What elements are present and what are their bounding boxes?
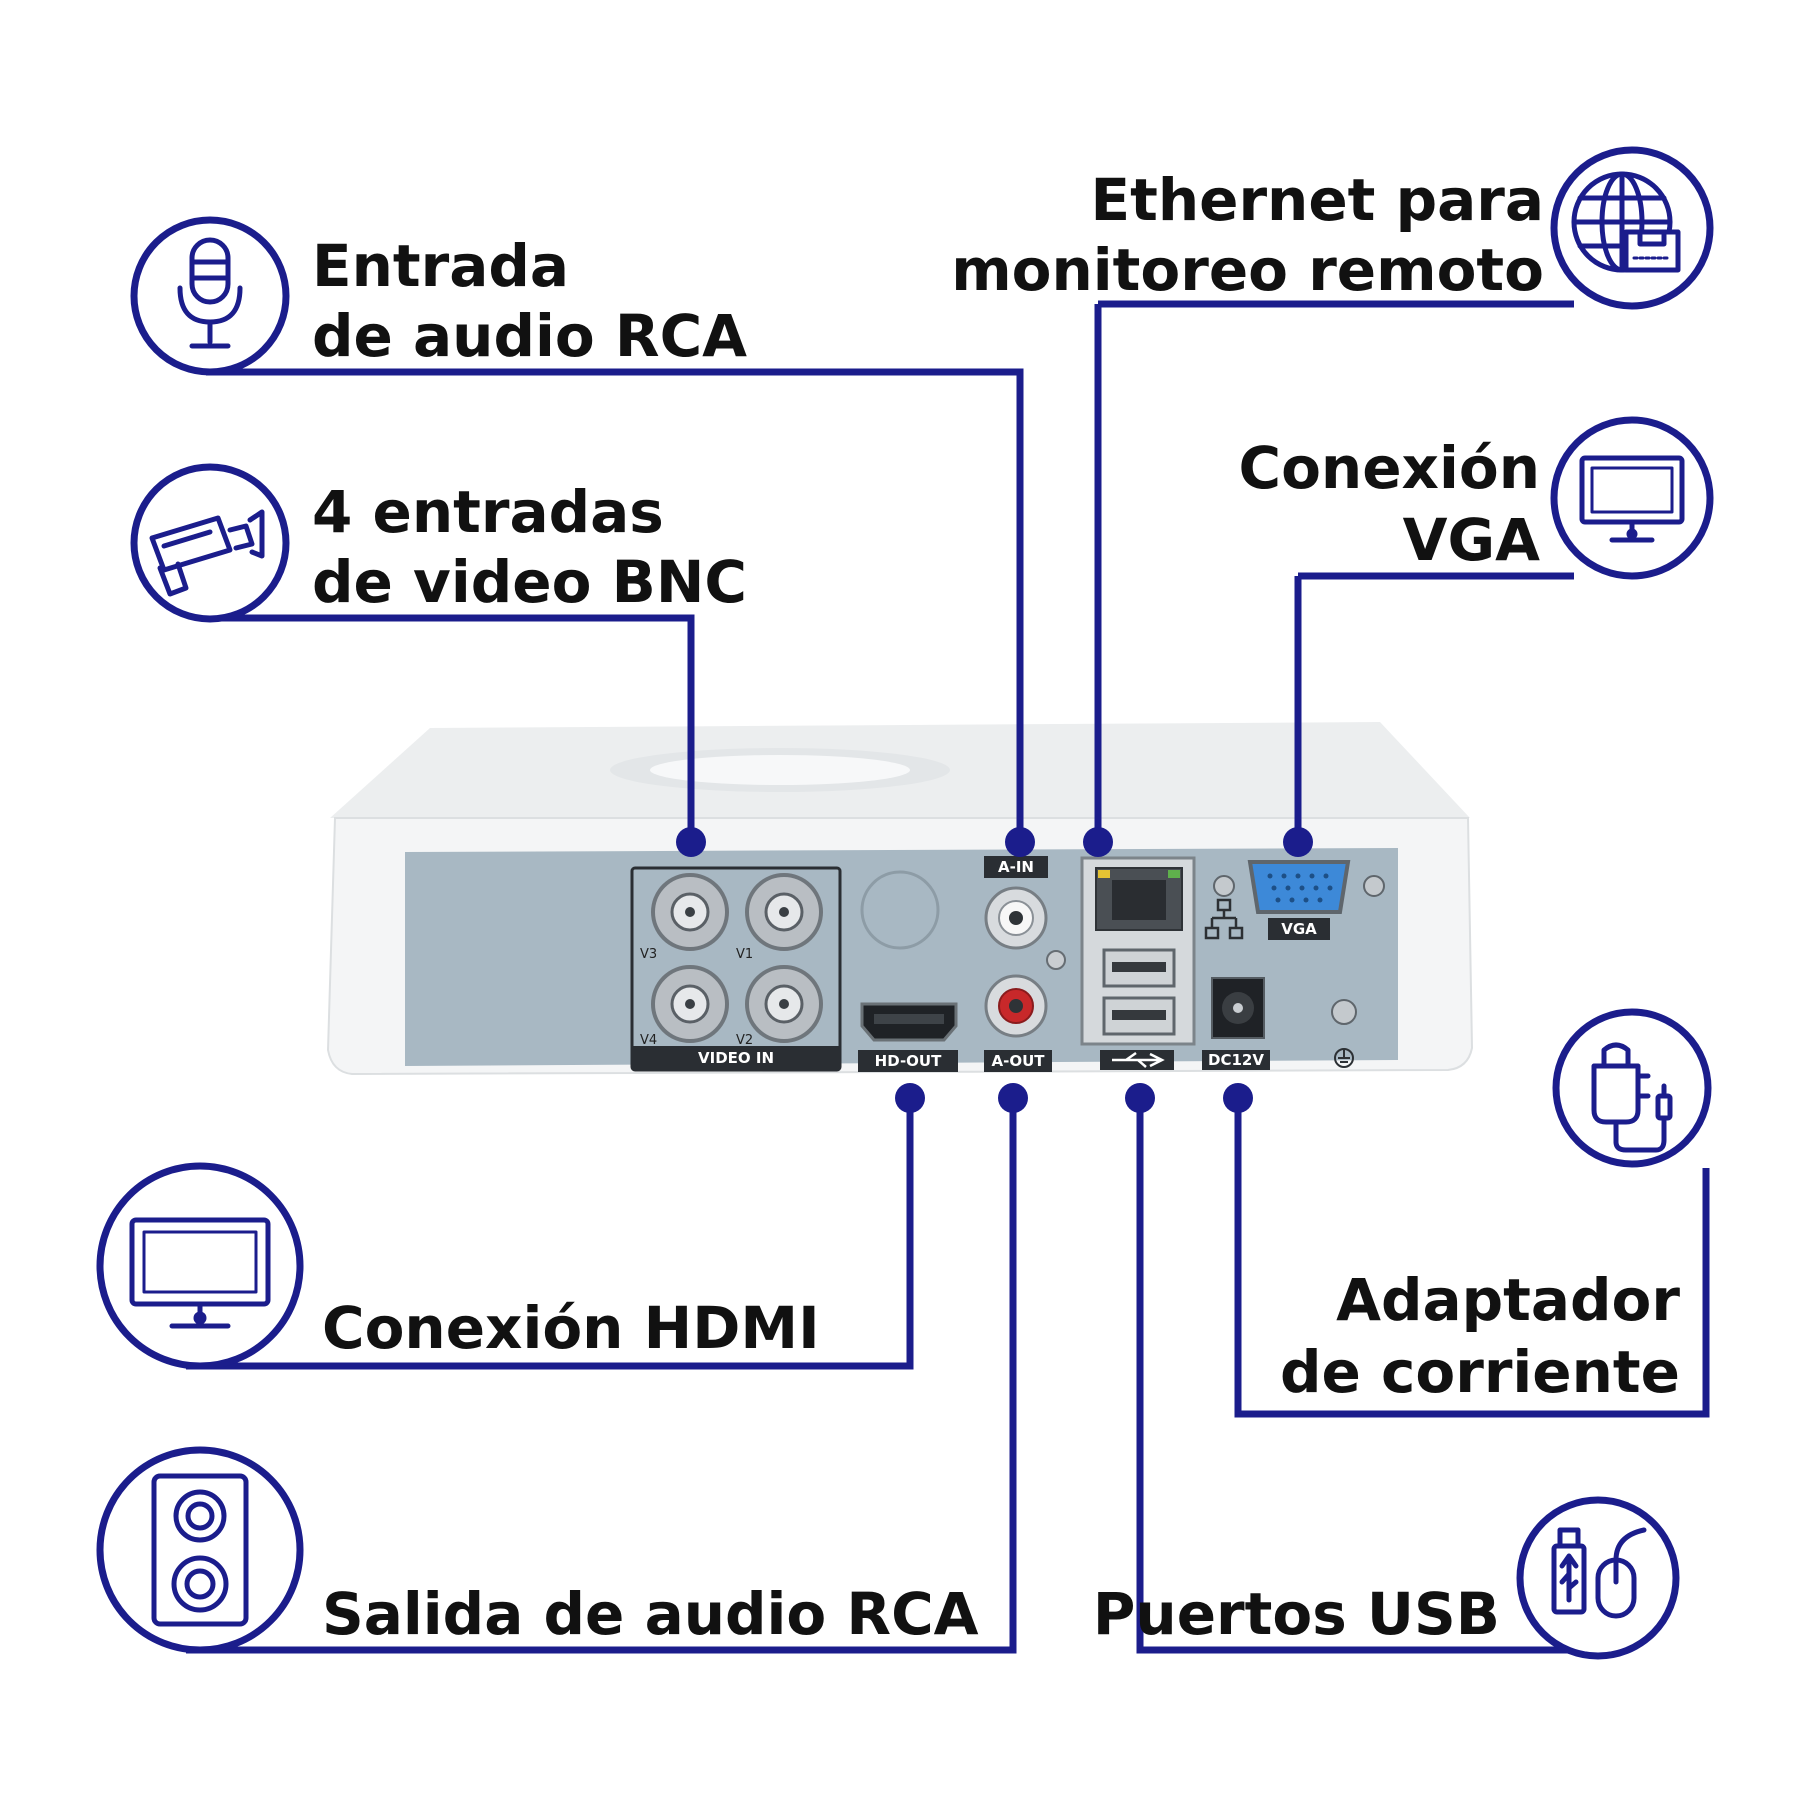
- callout-audio-in-line1: Entrada: [312, 232, 569, 300]
- callout-hdmi: Conexión HDMI: [322, 1294, 820, 1362]
- anchor-dot-audio-out: [998, 1083, 1028, 1113]
- hdmi-port: HD-OUT: [858, 1002, 958, 1072]
- leader-audio-in: [206, 368, 1024, 842]
- label-v4: V4: [640, 1033, 657, 1048]
- dc-power-jack: DC12V: [1202, 977, 1270, 1070]
- label-vga: VGA: [1281, 920, 1317, 938]
- bnc-connector-group: VIDEO IN V3 V1 V4: [630, 866, 842, 1072]
- leader-power: [1234, 1098, 1710, 1418]
- label-a-in: A-IN: [998, 858, 1034, 876]
- callout-power-line1: Adaptador: [1336, 1266, 1680, 1334]
- callout-power-line2: de corriente: [1280, 1338, 1680, 1406]
- panel-screw: [1213, 875, 1235, 897]
- anchor-dot-hdmi: [895, 1083, 925, 1113]
- leader-vga: [1294, 572, 1574, 842]
- monitor-icon: [129, 1217, 271, 1329]
- leader-video-in: [206, 614, 695, 842]
- callout-usb: Puertos USB: [1093, 1580, 1500, 1648]
- leader-usb: [1136, 1098, 1610, 1654]
- bnc-connector-v2: [745, 965, 823, 1043]
- callout-vga-line2: VGA: [1403, 506, 1540, 574]
- callout-audio-out: Salida de audio RCA: [322, 1580, 979, 1648]
- label-video-in: VIDEO IN: [698, 1049, 774, 1067]
- rca-jack-white: [984, 886, 1048, 950]
- vga-port: VGA: [1247, 860, 1351, 940]
- icon-circle-power: [1552, 1008, 1712, 1168]
- icon-circle-audio-in: [130, 216, 290, 376]
- label-dc12v: DC12V: [1208, 1051, 1264, 1069]
- anchor-dot-power: [1223, 1083, 1253, 1113]
- anchor-dot-ethernet: [1083, 827, 1113, 857]
- label-v2: V2: [736, 1033, 753, 1048]
- ground-terminal: [1331, 999, 1357, 1068]
- callout-ethernet-line2: monitoreo remoto: [951, 236, 1544, 304]
- callout-audio-in-line2: de audio RCA: [312, 302, 747, 370]
- bnc-connector-v1: [745, 873, 823, 951]
- label-a-out: A-OUT: [992, 1052, 1046, 1070]
- globe-network-icon: [1571, 171, 1681, 273]
- monitor-icon: [1579, 455, 1685, 543]
- bnc-connector-v3: [651, 873, 729, 951]
- dvr-device: VIDEO IN V3 V1 V4: [326, 722, 1474, 1076]
- callout-vga-line1: Conexión: [1239, 434, 1540, 502]
- microphone-icon: [177, 237, 243, 349]
- callout-labels: Entrada de audio RCA 4 entradas de video…: [312, 166, 1680, 1648]
- label-hd-out: HD-OUT: [875, 1052, 942, 1070]
- callout-video-in-line2: de video BNC: [312, 548, 747, 616]
- panel-knockout: [860, 870, 940, 950]
- icon-circle-vga: [1550, 416, 1714, 580]
- callout-video-in-line1: 4 entradas: [312, 478, 664, 546]
- anchor-dot-audio-in: [1005, 827, 1035, 857]
- power-adapter-icon: [1591, 1042, 1673, 1153]
- usb-symbol-icon: [1112, 1051, 1165, 1068]
- leader-ethernet: [1094, 300, 1574, 842]
- network-symbol-icon: [1204, 898, 1244, 940]
- rca-jack-red: [984, 974, 1048, 1038]
- icon-circle-video-in: [130, 463, 290, 623]
- anchor-dots: [676, 827, 1313, 1113]
- lan-usb-block: [1080, 856, 1196, 1070]
- bnc-connector-v4: [651, 965, 729, 1043]
- speaker-icon: [151, 1473, 249, 1627]
- leader-audio-out: [186, 1098, 1017, 1654]
- ground-symbol-icon: [1334, 1048, 1354, 1068]
- label-v1: V1: [736, 947, 753, 962]
- callout-ethernet-line1: Ethernet para: [1090, 166, 1544, 234]
- anchor-dot-usb: [1125, 1083, 1155, 1113]
- anchor-dot-vga: [1283, 827, 1313, 857]
- anchor-dot-video-in: [676, 827, 706, 857]
- usb-mouse-icon: [1551, 1527, 1647, 1619]
- panel-screw: [1363, 875, 1385, 897]
- icon-circle-audio-out: [96, 1446, 304, 1654]
- icon-circle-hdmi: [96, 1162, 304, 1370]
- leader-hdmi: [186, 1098, 914, 1370]
- rca-audio-group: A-IN A-OUT: [984, 856, 1066, 1072]
- leader-lines: [186, 300, 1710, 1654]
- security-camera-icon: [149, 509, 265, 597]
- label-v3: V3: [640, 947, 657, 962]
